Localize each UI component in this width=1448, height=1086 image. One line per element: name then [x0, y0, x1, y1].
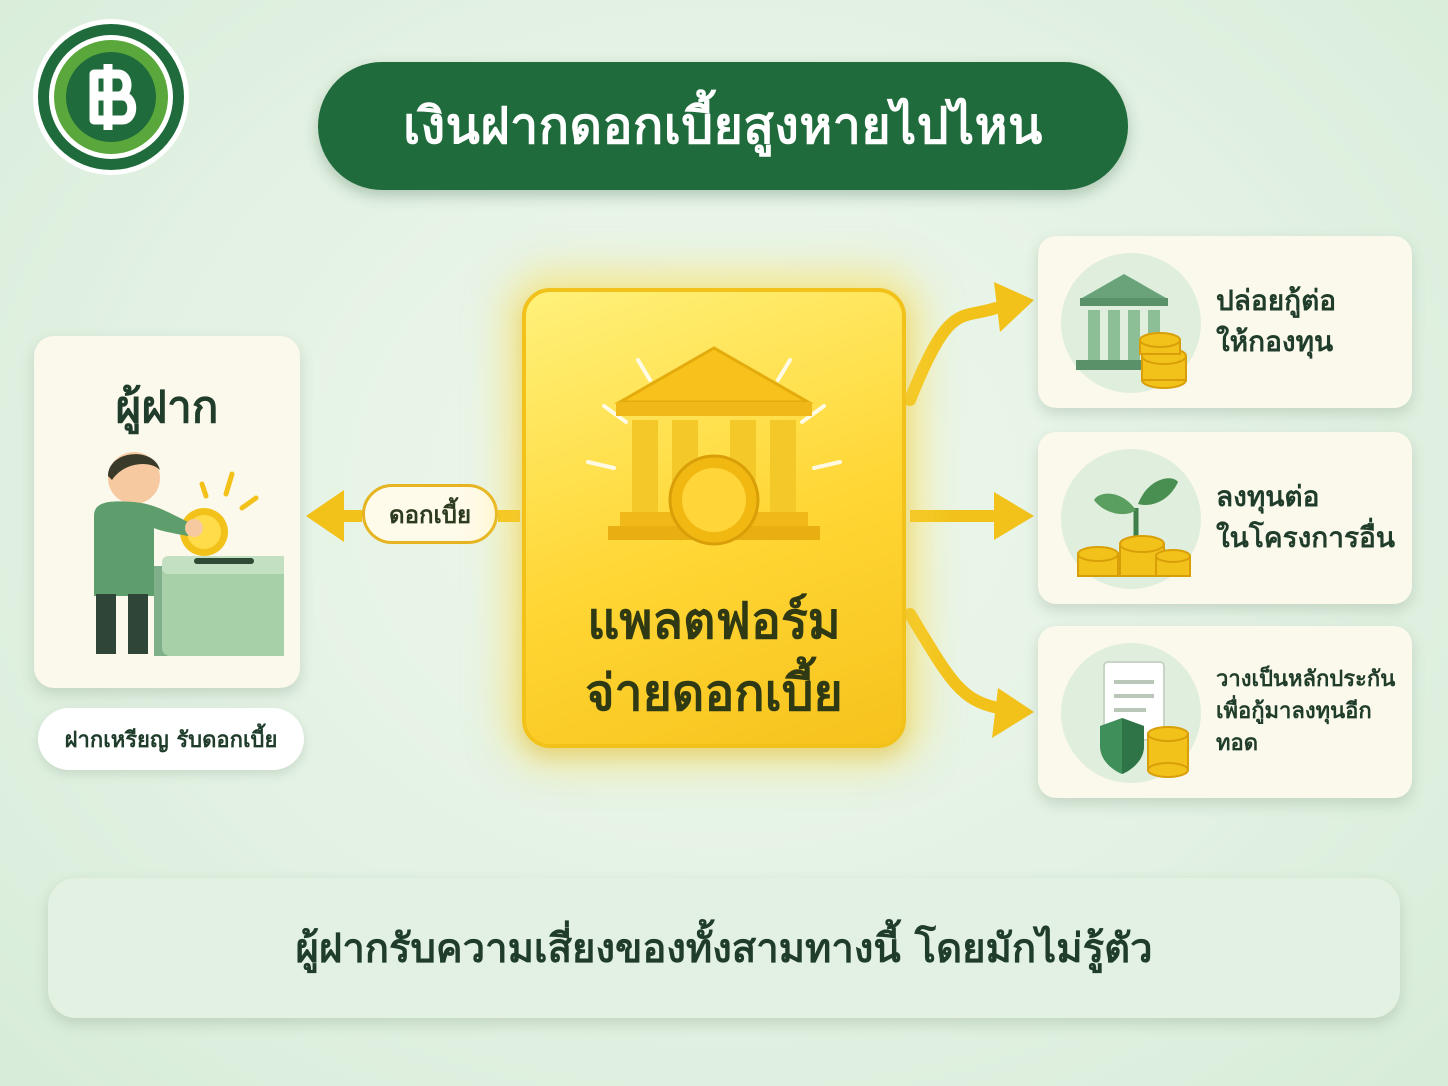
- interest-label-pill: ดอกเบี้ย: [362, 484, 498, 544]
- depositor-card: ผู้ฝาก: [34, 336, 300, 688]
- document-shield-coins-icon: [1061, 643, 1201, 783]
- depositor-title: ผู้ฝาก: [115, 382, 219, 433]
- arrow-to-collateral: [904, 608, 1034, 738]
- arrow-to-invest: [910, 492, 1034, 540]
- bank-coins-icon: [1061, 253, 1201, 393]
- destination-invest-line2: ในโครงการอื่น: [1216, 521, 1395, 554]
- destination-collateral-line2: เพื่อกู้มาลงทุนอีกทอด: [1216, 699, 1372, 756]
- platform-card: แพลตฟอร์ม จ่ายดอกเบี้ย: [522, 288, 906, 748]
- destination-lend-line1: ปล่อยกู้ต่อ: [1216, 284, 1337, 318]
- destination-invest-line1: ลงทุนต่อ: [1216, 480, 1320, 514]
- platform-title-line2: จ่ายดอกเบี้ย: [585, 664, 843, 722]
- depositor-caption-pill: ฝากเหรียญ รับดอกเบี้ย: [38, 708, 304, 770]
- destination-collateral-line1: วางเป็นหลักประกัน: [1216, 667, 1396, 693]
- title-banner: เงินฝากดอกเบี้ยสูงหายไปไหน: [318, 62, 1128, 190]
- depositor-caption: ฝากเหรียญ รับดอกเบี้ย: [64, 727, 278, 753]
- bottom-note-banner: ผู้ฝากรับความเสี่ยงของทั้งสามทางนี้ โดยม…: [48, 878, 1400, 1018]
- platform-title-line1: แพลตฟอร์ม: [587, 592, 841, 650]
- interest-label: ดอกเบี้ย: [388, 500, 472, 529]
- destination-lend-line2: ให้กองทุน: [1216, 325, 1334, 358]
- destination-card-invest: ลงทุนต่อ ในโครงการอื่น: [1038, 432, 1412, 604]
- bank-with-coin-icon: [586, 346, 842, 546]
- destination-card-collateral: วางเป็นหลักประกัน เพื่อกู้มาลงทุนอีกทอด: [1038, 626, 1412, 798]
- person-depositing-coin-icon: [94, 452, 284, 656]
- page-title: เงินฝากดอกเบี้ยสูงหายไปไหน: [403, 96, 1043, 155]
- arrow-to-depositor: [306, 490, 520, 542]
- plant-coins-icon: [1061, 449, 1201, 589]
- baht-logo: [32, 18, 190, 176]
- destination-card-lend: ปล่อยกู้ต่อ ให้กองทุน: [1038, 236, 1412, 408]
- bottom-note: ผู้ฝากรับความเสี่ยงของทั้งสามทางนี้ โดยม…: [295, 926, 1153, 972]
- arrow-to-lend: [904, 282, 1034, 406]
- baht-coin-icon: [33, 19, 189, 175]
